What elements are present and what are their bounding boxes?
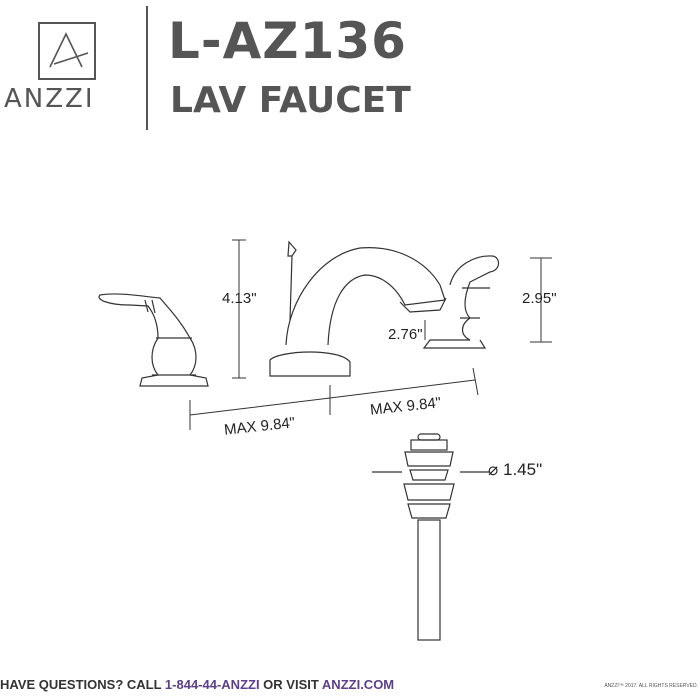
handle-height-label: 2.95": [522, 290, 557, 307]
footer-contact: HAVE QUESTIONS? CALL 1-844-44-ANZZI OR V…: [0, 677, 395, 692]
height-label: 4.13": [222, 290, 257, 307]
left-handle: [98, 293, 209, 387]
dimension-lines: [189, 239, 552, 430]
model-number: L-AZ136: [168, 12, 407, 70]
right-handle: [422, 255, 500, 349]
brand-name: ANZZI: [4, 84, 95, 114]
anzzi-logo: [38, 22, 96, 80]
drain-diameter: ⌀ 1.45": [488, 460, 542, 480]
faucet-drawing: [98, 239, 552, 641]
phone-link[interactable]: 1-844-44-ANZZI: [164, 677, 260, 692]
diameter-icon: ⌀: [488, 460, 499, 479]
spout: [269, 240, 447, 377]
spout-height-label: 2.76": [388, 326, 423, 343]
copyright: ANZZI™ 2017. ALL RIGHTS RESERVED.: [604, 683, 698, 689]
product-title: LAV FAUCET: [170, 80, 411, 121]
header-divider: [146, 6, 148, 130]
website-link[interactable]: ANZZI.COM: [321, 677, 395, 692]
pop-up-drain: [372, 433, 490, 641]
drain-diameter-value: 1.45": [502, 460, 543, 479]
